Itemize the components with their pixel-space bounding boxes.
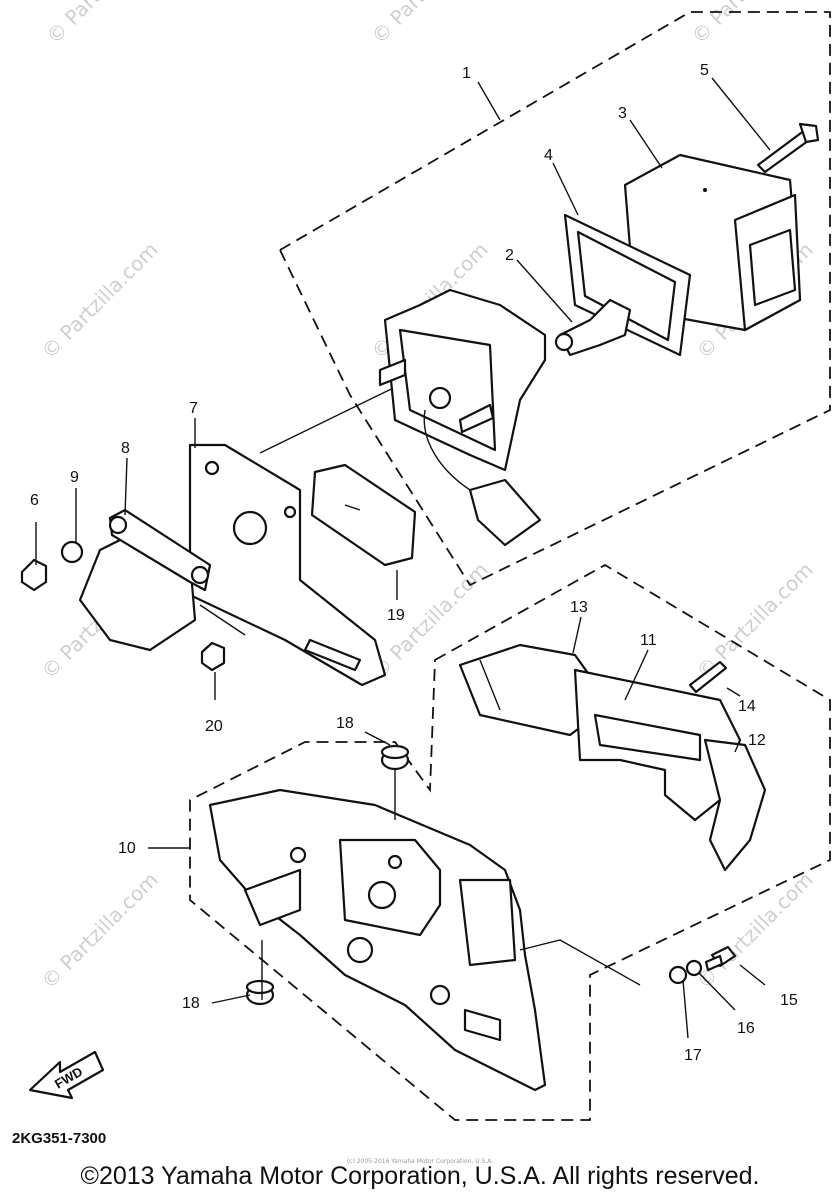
bulb-part-2 bbox=[554, 298, 632, 357]
washer-part-17 bbox=[668, 965, 688, 985]
callout-6: 6 bbox=[30, 492, 39, 509]
connector-line bbox=[199, 604, 246, 636]
callout-19: 19 bbox=[387, 607, 405, 624]
callout-18-bottom: 18 bbox=[182, 995, 200, 1012]
bracket-part-7 bbox=[188, 443, 387, 687]
nut-part-20 bbox=[200, 641, 226, 672]
watermark: © Partzilla.com bbox=[37, 867, 163, 993]
watermark: © Partzilla.com bbox=[37, 237, 163, 363]
lens-part-12 bbox=[703, 738, 767, 872]
grommet-part-18-bottom bbox=[245, 979, 275, 1006]
watermark: © Partzilla.com bbox=[687, 0, 813, 49]
washer-part-16 bbox=[685, 959, 703, 977]
lens-assembly-boundary bbox=[189, 563, 831, 1121]
watermark: © Partzilla.com bbox=[692, 867, 818, 993]
watermark: © Partzilla.com bbox=[367, 0, 493, 49]
light-base-plate bbox=[378, 288, 547, 547]
pad-part-19 bbox=[310, 463, 417, 567]
callout-18-top: 18 bbox=[336, 715, 354, 732]
callout-8: 8 bbox=[121, 440, 130, 457]
callout-15: 15 bbox=[780, 992, 798, 1009]
leader-lines bbox=[35, 77, 771, 1039]
assembly-boundaries bbox=[189, 11, 831, 1121]
callout-4: 4 bbox=[544, 147, 553, 164]
screw-part-5 bbox=[756, 122, 820, 174]
taillight-assembly-boundary bbox=[278, 11, 831, 587]
part-code: 2KG351-7300 bbox=[12, 1130, 106, 1147]
callout-3: 3 bbox=[618, 105, 627, 122]
callout-10: 10 bbox=[118, 840, 136, 857]
gasket-part-4 bbox=[563, 213, 692, 357]
watermark: © Partzilla.com bbox=[42, 0, 168, 49]
callout-16: 16 bbox=[737, 1020, 755, 1037]
forward-arrow: FWD bbox=[28, 1050, 105, 1100]
nut-part-6 bbox=[20, 558, 48, 592]
callout-7: 7 bbox=[189, 400, 198, 417]
screw-part-14 bbox=[688, 660, 728, 694]
small-copyright-notice: (c) 2005-2016 Yamaha Motor Corporation, … bbox=[346, 1158, 494, 1165]
callout-14: 14 bbox=[738, 698, 756, 715]
copyright-footer: ©2013 Yamaha Motor Corporation, U.S.A. A… bbox=[80, 1162, 760, 1190]
callout-labels: 1 2 3 4 5 6 7 8 9 10 11 12 13 14 15 16 1… bbox=[30, 62, 798, 1064]
callout-2: 2 bbox=[505, 247, 514, 264]
lens-holder-part-11 bbox=[573, 668, 742, 822]
callout-1: 1 bbox=[462, 65, 471, 82]
callout-20: 20 bbox=[205, 718, 223, 735]
callout-5: 5 bbox=[700, 62, 709, 79]
callout-17: 17 bbox=[684, 1047, 702, 1064]
grommet-part-18-top bbox=[380, 744, 410, 771]
callout-11: 11 bbox=[640, 632, 657, 649]
callout-12: 12 bbox=[748, 732, 766, 749]
callout-13: 13 bbox=[570, 599, 588, 616]
callout-9: 9 bbox=[70, 469, 79, 486]
screw-part-15 bbox=[704, 945, 737, 972]
washer-part-9 bbox=[60, 540, 84, 564]
watermark: © Partzilla.com bbox=[692, 557, 818, 683]
tail-housing-part-10 bbox=[208, 788, 547, 1092]
